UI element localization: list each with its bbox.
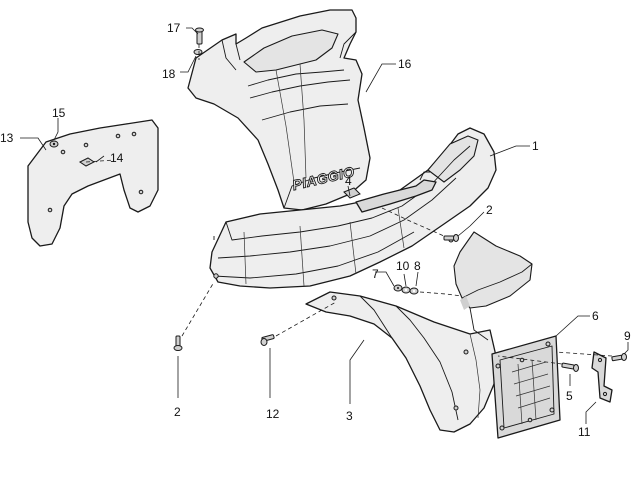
callout-4: 3 [346,409,353,423]
callout-16: 13 [0,131,14,145]
callout-8: 7 [372,267,379,281]
callout-9: 8 [414,259,421,273]
callout-11: 11 [578,425,591,439]
assembly-lines [85,44,613,365]
callout-17: 15 [52,106,66,120]
part-washer-10 [401,286,411,294]
part-license-plate-holder [491,335,561,439]
part-splash-guard [27,119,159,247]
callout-10: 10 [396,259,410,273]
callout-2-lower: 2 [174,405,181,419]
part-screw-12 [611,353,627,362]
part-bracket [343,171,437,213]
callout-3: 4 [345,174,352,188]
part-rear-light-cover [209,127,497,289]
part-washer-9 [409,287,419,295]
callout-12: 9 [624,329,631,343]
leader-lines [20,27,629,424]
part-screw-5 [260,334,275,346]
part-screw-2-upper [443,234,459,242]
callout-6: 6 [592,309,599,323]
part-nut-8 [393,284,403,292]
callout-13: 16 [398,57,412,71]
callout-18: 14 [110,151,124,165]
part-top-washer [193,49,203,55]
callout-2-upper: 2 [486,203,493,217]
part-screw-7 [561,362,579,372]
callout-14: 17 [167,21,181,35]
callout-5: 12 [266,407,280,421]
part-side-bracket [591,351,613,403]
part-top-screw [195,27,204,45]
part-screw-2-lower [173,335,183,351]
part-splash-guard-nut [49,140,59,148]
callout-1: 1 [532,139,539,153]
part-rear-handle-cover: PIAGGIO [187,9,371,211]
callout-labels: 17 18 16 13 15 14 1 4 2 7 10 8 6 9 5 11 … [0,21,631,439]
callout-15: 18 [162,67,176,81]
callout-7: 5 [566,389,573,403]
part-rear-mudguard [305,231,533,433]
